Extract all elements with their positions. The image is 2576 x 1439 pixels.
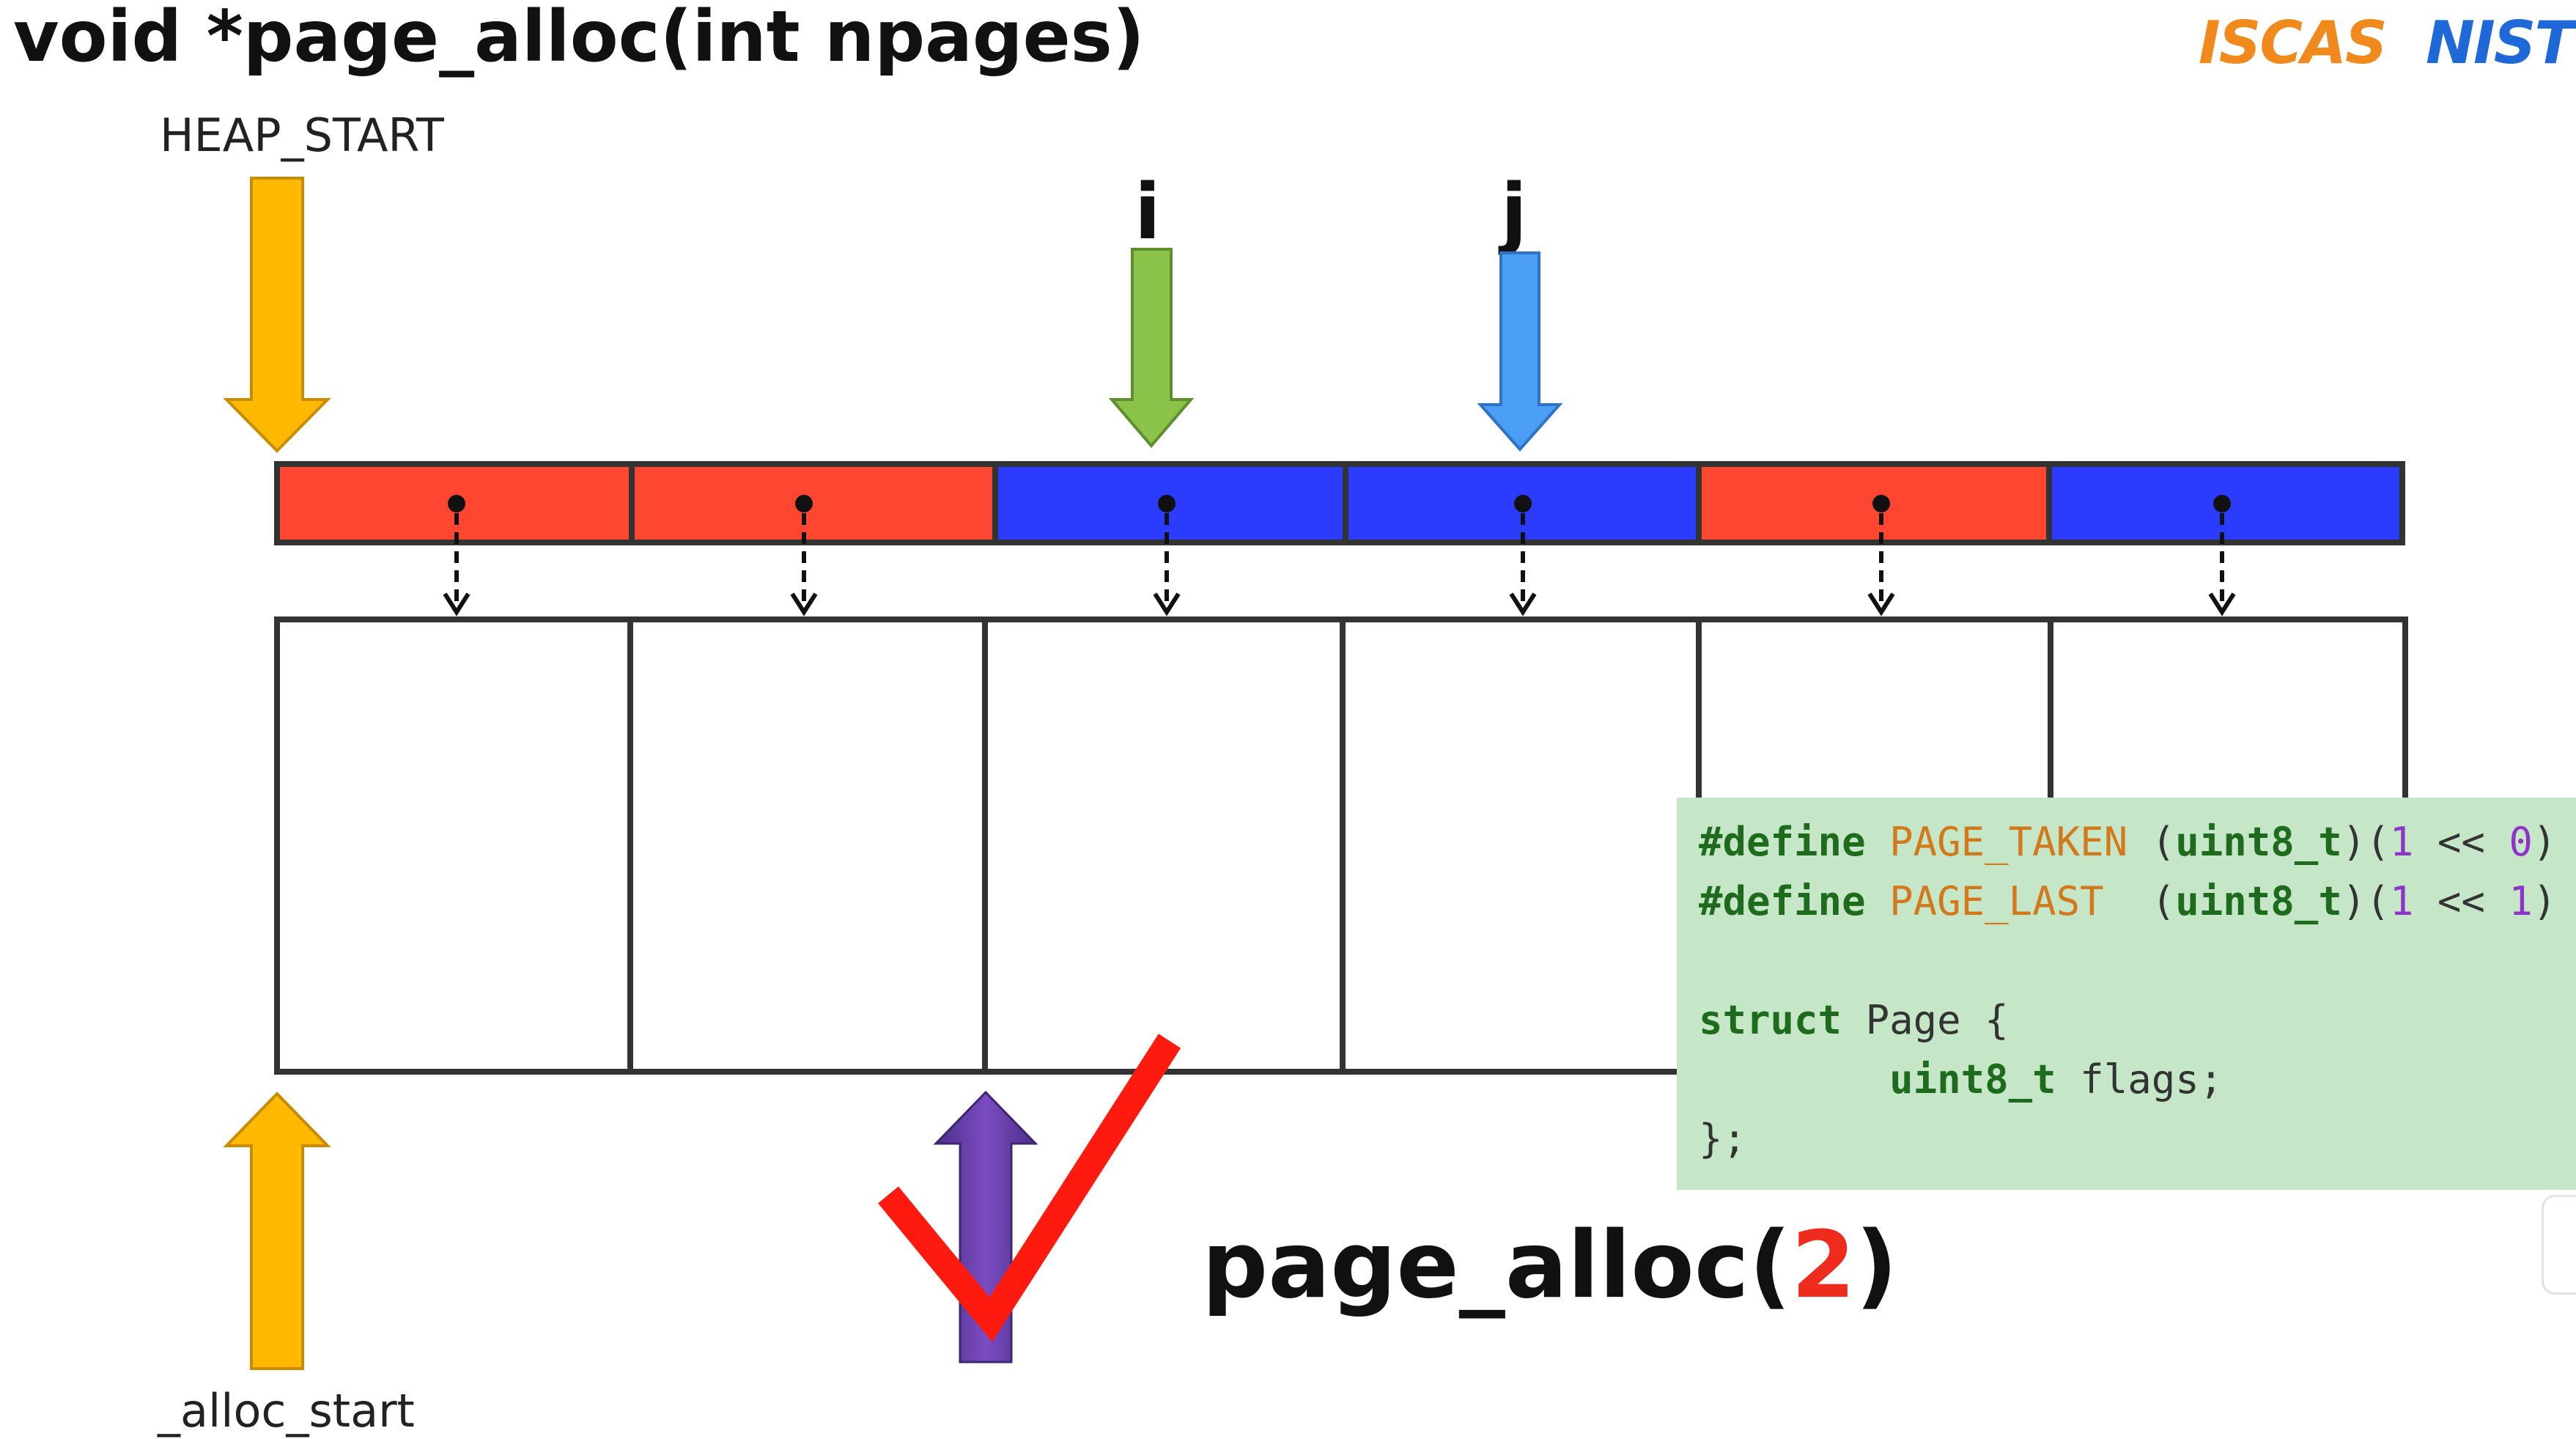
page-struct-code: #define PAGE_TAKEN (uint8_t)(1 << 0) #def… xyxy=(1677,798,2576,1190)
code-line-6: }; xyxy=(1699,1116,1747,1162)
code-line-1: #define PAGE_TAKEN (uint8_t)(1 << 0) xyxy=(1699,819,2557,865)
pointer-i-label: i xyxy=(1134,167,1161,257)
scroll-handle[interactable] xyxy=(2542,1195,2576,1295)
code-line-3 xyxy=(1699,931,2556,990)
page-link-4 xyxy=(1509,495,1537,617)
pointer-j-arrow xyxy=(1477,251,1563,452)
memory-page-1 xyxy=(274,617,633,1075)
page-flag-6-free xyxy=(2046,461,2405,545)
memory-page-3 xyxy=(982,617,1346,1075)
heap-start-arrow xyxy=(223,177,331,453)
call-argument: 2 xyxy=(1791,1211,1856,1319)
page-link-3 xyxy=(1153,495,1181,617)
nist-logo: NIST xyxy=(2426,9,2575,77)
iscas-logo: ISCAS xyxy=(2199,9,2388,77)
code-lines: #define PAGE_TAKEN (uint8_t)(1 << 0) #def… xyxy=(1699,812,2556,1169)
page-flag-2-taken xyxy=(629,461,998,545)
code-line-5: uint8_t flags; xyxy=(1889,1056,2223,1103)
flag-to-page-links xyxy=(443,495,2236,617)
memory-page-4 xyxy=(1340,617,1702,1075)
call-suffix: ) xyxy=(1855,1211,1898,1319)
page-link-2 xyxy=(790,495,818,617)
slide-title: void *page_alloc(int npages) xyxy=(13,0,1145,78)
alloc-start-arrow xyxy=(223,1092,331,1370)
page-link-6 xyxy=(2208,495,2236,617)
code-line-4: struct Page { xyxy=(1699,997,2009,1043)
success-checkmark xyxy=(878,1034,1181,1342)
code-line-2: #define PAGE_LAST (uint8_t)(1 << 1) xyxy=(1699,878,2557,924)
page-flags-row xyxy=(274,461,2405,545)
memory-page-2 xyxy=(627,617,988,1075)
heap-start-label: HEAP_START xyxy=(160,108,444,162)
alloc-start-label: _alloc_start xyxy=(158,1384,415,1438)
call-prefix: page_alloc( xyxy=(1202,1211,1792,1319)
page-link-5 xyxy=(1867,495,1895,617)
page-link-1 xyxy=(443,495,470,617)
function-call: page_alloc(2) xyxy=(1202,1211,1897,1319)
pointer-i-arrow xyxy=(1108,248,1195,449)
pointer-j-label: j xyxy=(1501,167,1527,257)
